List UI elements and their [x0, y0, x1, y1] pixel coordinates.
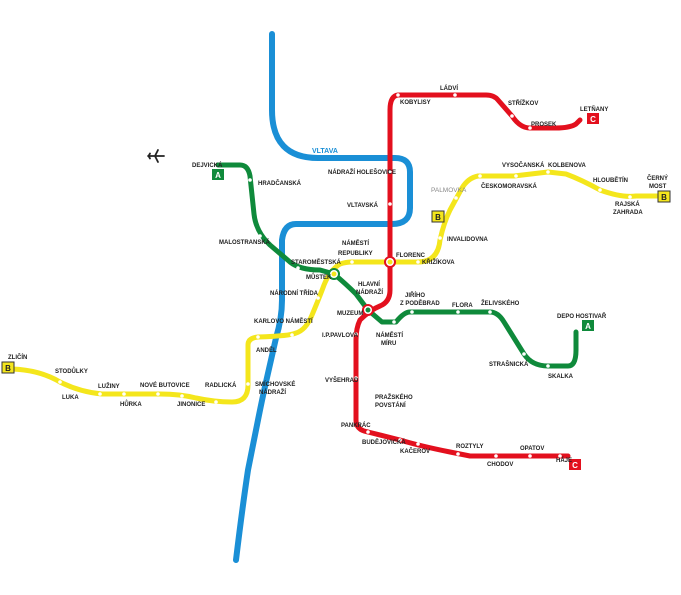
badge-b-zlicin: B: [1, 361, 15, 374]
station-smichovske-2: NÁDRAŽÍ: [259, 388, 286, 396]
station-flora: FLORA: [452, 303, 473, 309]
station-hloubetin: HLOUBĚTÍN: [593, 176, 628, 184]
station-jinonice: JINONICE: [177, 402, 205, 408]
station-stodulky: STODŮLKY: [55, 367, 88, 375]
station-hradcanska: HRADČANSKÁ: [258, 180, 302, 187]
station-budejovicka: BUDĚJOVICKÁ: [362, 438, 406, 446]
svg-text:A: A: [215, 171, 221, 180]
airplane-icon: [147, 149, 165, 163]
badge-a-depo: A: [582, 320, 594, 331]
station-strasnicka: STRAŠNICKÁ: [489, 360, 529, 368]
station-letnany: LETŇANY: [580, 105, 608, 113]
station-vysocanska: VYSOČANSKÁ: [502, 162, 545, 169]
station-jiriho-2: Z PODĚBRAD: [400, 299, 440, 307]
station-florenc: FLORENC: [396, 253, 426, 259]
station-nove-butovice: NOVÉ BUTOVICE: [140, 381, 190, 389]
station-namesti-rep-2: REPUBLIKY: [338, 251, 373, 257]
station-ladvi: LÁDVÍ: [440, 84, 458, 92]
station-smichovske-1: SMÍCHOVSKÉ: [255, 380, 295, 388]
station-prosek: PROSEK: [531, 122, 557, 128]
station-luka: LUKA: [62, 395, 79, 401]
station-labels: DEJVICKÁ HRADČANSKÁ MALOSTRANSKÁ STAROMĚ…: [8, 84, 668, 468]
line-b: [9, 169, 665, 405]
station-namesti-miru-1: NÁMĚSTÍ: [376, 331, 403, 339]
svg-text:A: A: [585, 322, 591, 331]
station-prazske-2: POVSTÁNÍ: [375, 401, 406, 409]
line-c: [353, 92, 583, 459]
station-chodov: CHODOV: [487, 462, 513, 468]
badge-c-haje: C: [569, 459, 581, 470]
station-depo-hostivar: DEPO HOSTIVAŘ: [557, 312, 607, 320]
station-ceskomoravska: ČESKOMORAVSKÁ: [481, 183, 538, 190]
station-zelivskeho: ŽELIVSKÉHO: [481, 299, 520, 307]
station-opatov: OPATOV: [520, 446, 544, 452]
station-skalka: SKALKA: [548, 374, 574, 380]
station-palmovka: PALMOVKA: [431, 187, 467, 194]
svg-text:B: B: [661, 193, 667, 202]
station-muzeum: MUZEUM: [337, 311, 363, 317]
svg-text:B: B: [5, 364, 11, 373]
svg-text:C: C: [590, 115, 596, 124]
station-zlicin: ZLIČÍN: [8, 353, 27, 361]
station-pankrac: PANKRÁC: [341, 422, 371, 429]
station-namesti-rep-1: NÁMĚSTÍ: [342, 239, 369, 247]
station-rajska-1: RAJSKÁ: [615, 201, 640, 208]
station-strizkov: STŘÍŽKOV: [508, 99, 538, 107]
station-staromestska: STAROMĚSTSKÁ: [291, 258, 342, 266]
station-hlavni-1: HLAVNÍ: [358, 280, 380, 288]
badge-a-dejvicka: A: [212, 169, 224, 180]
station-namesti-miru-2: MÍRU: [381, 339, 396, 347]
vltava-river: [233, 31, 413, 563]
line-a: [215, 162, 579, 369]
station-krizikova: KŘIŽÍKOVA: [422, 258, 455, 266]
svg-text:C: C: [572, 461, 578, 470]
station-kobylisy: KOBYLISY: [400, 100, 431, 106]
station-dejvicka: DEJVICKÁ: [192, 162, 223, 169]
station-kacerov: KAČEROV: [400, 448, 430, 455]
station-luziny: LUŽINY: [98, 382, 120, 390]
station-roztyly: ROZTYLY: [456, 444, 483, 450]
station-mustek: MŮSTEK: [306, 273, 332, 281]
station-cerny-2: MOST: [649, 184, 667, 190]
station-invalidovna: INVALIDOVNA: [447, 237, 489, 243]
river-label: VLTAVA: [312, 148, 338, 155]
station-jiriho-1: JIŘÍHO: [405, 291, 425, 299]
station-rajska-2: ZAHRADA: [613, 210, 643, 216]
station-malostranska: MALOSTRANSKÁ: [219, 239, 271, 246]
station-andel: ANDĚL: [256, 346, 277, 354]
station-hlavni-2: NÁDRAŽÍ: [356, 288, 383, 296]
station-cerny-1: ČERNÝ: [647, 175, 668, 182]
station-vysehrad: VYŠEHRAD: [325, 376, 359, 384]
station-kolbenova: KOLBENOVA: [548, 163, 587, 169]
station-nadrazi-holesovice: NÁDRAŽÍ HOLEŠOVICE: [328, 168, 396, 176]
station-haje: HÁJE: [556, 457, 572, 464]
badge-c-letnany: C: [587, 113, 599, 124]
station-radlicka: RADLICKÁ: [205, 382, 237, 389]
station-vltavska: VLTAVSKÁ: [347, 202, 379, 209]
station-karlovo: KARLOVO NÁMĚSTÍ: [254, 317, 313, 325]
svg-text:B: B: [435, 213, 441, 222]
station-ip-pavlova: I.P.PAVLOVA: [322, 333, 359, 339]
station-narodni: NÁRODNÍ TŘÍDA: [270, 289, 319, 297]
station-prazske-1: PRAŽSKÉHO: [375, 393, 413, 401]
badge-b-line: B: [431, 210, 445, 223]
badge-b-cerny-most: B: [657, 190, 671, 203]
station-hurka: HŮRKA: [120, 400, 142, 408]
